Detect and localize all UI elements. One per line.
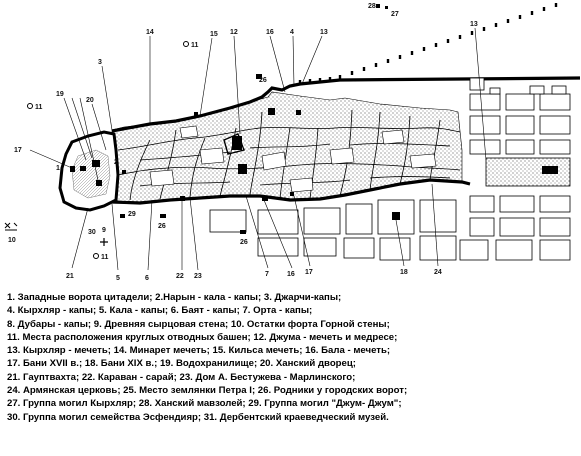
- map-label-11-north: 11: [191, 42, 199, 49]
- legend-line: 17. Бани XVII в.; 18. Бани XIX в.; 19. В…: [7, 358, 356, 370]
- legend-line: 1. Западные ворота цитадели; 2.Нарын - к…: [7, 292, 342, 303]
- legend-line: 27. Группа могил Кырхляр; 28. Ханский ма…: [7, 398, 402, 410]
- map-label-13-north: 13: [320, 29, 328, 36]
- legend-line: 11. Места расположения круглых отводных …: [7, 331, 398, 343]
- map-label-11-south: 11: [101, 254, 109, 261]
- east-market-building: [542, 166, 558, 174]
- map-label-6: 6: [145, 275, 149, 282]
- map-legend: 1. Западные ворота цитадели; 2.Нарын - к…: [7, 291, 579, 424]
- old-town-blocks: [149, 125, 437, 193]
- map-label-5: 5: [116, 275, 120, 282]
- legend-line: 30. Группа могил семейства Эсфендияр; 31…: [7, 411, 389, 423]
- map-label-11-west: 11: [35, 104, 43, 111]
- map-label-20: 20: [86, 97, 94, 104]
- north-city-wall: [111, 76, 581, 133]
- map-label-24: 24: [434, 269, 442, 276]
- map-label-30: 30: [88, 229, 96, 236]
- map-label-28: 28: [368, 3, 376, 10]
- legend-line: 13. Кырхляр - мечеть; 14. Минарет мечеть…: [7, 345, 391, 357]
- map-label-15: 15: [210, 31, 218, 38]
- map-label-26-south: 26: [158, 223, 166, 230]
- ancient-mudbrick-wall-marker: [100, 238, 108, 246]
- map-label-2: 2: [114, 159, 118, 166]
- map-label-21: 21: [66, 273, 74, 280]
- legend-line: 21. Гауптвахта; 22. Караван - сарай; 23.…: [7, 371, 356, 383]
- armenian-church-building: [392, 212, 400, 220]
- map-label-7: 7: [265, 271, 269, 278]
- north-wall-towers: [298, 3, 558, 84]
- map-label-1: 1: [56, 165, 60, 172]
- map-label-10: 10: [8, 237, 16, 244]
- map-label-4: 4: [290, 29, 294, 36]
- map-label-18: 18: [400, 269, 408, 276]
- map-label-16-top: 16: [266, 29, 274, 36]
- guardhouse-building: [96, 180, 102, 186]
- reservoir-building: [80, 166, 86, 171]
- ruined-fort-marker: [4, 222, 18, 231]
- legend-line: 8. Дубары - капы; 9. Древняя сырцовая ст…: [7, 318, 390, 330]
- legend-line: 4. Кырхляр - капы; 5. Кала - капы; 6. Ба…: [7, 305, 313, 317]
- map-label-29: 29: [128, 211, 136, 218]
- map-label-27: 27: [391, 11, 399, 18]
- map-label-16-south: 16: [287, 271, 295, 278]
- jumah-mosque-outline: [223, 133, 245, 155]
- citadel-interior: [71, 149, 111, 199]
- legend-line: 24. Армянская церковь; 25. Место землянк…: [7, 385, 408, 397]
- map-label-23: 23: [194, 273, 202, 280]
- map-label-17-west: 17: [14, 147, 22, 154]
- map-label-12: 12: [230, 29, 238, 36]
- map-label-14: 14: [146, 29, 154, 36]
- khan-palace-building: [92, 160, 100, 167]
- map-label-3: 3: [98, 59, 102, 66]
- leader-lines: [29, 27, 487, 271]
- map-label-19: 19: [56, 91, 64, 98]
- north-east-block: [469, 77, 485, 91]
- round-tower-markers: [27, 41, 189, 259]
- baths-17c-building: [70, 166, 75, 172]
- outside-markers: [120, 4, 388, 234]
- street-network: [117, 109, 461, 201]
- map-label-26-southeast: 26: [240, 239, 248, 246]
- south-city-wall: [111, 178, 471, 205]
- east-town-blocks: [469, 85, 571, 237]
- city-map: 28 27 14 15 12 16 4 13 13 3 26 11 11 11 …: [4, 3, 581, 282]
- map-label-17-south: 17: [305, 269, 313, 276]
- map-label-22: 22: [176, 273, 184, 280]
- map-label-26-north: 26: [259, 77, 267, 84]
- map-label-13-east: 13: [470, 21, 478, 28]
- map-number-labels: 28 27 14 15 12 16 4 13 13 3 26 11 11 11 …: [8, 3, 478, 282]
- landmark-buildings: [122, 108, 301, 201]
- map-label-9: 9: [102, 227, 106, 234]
